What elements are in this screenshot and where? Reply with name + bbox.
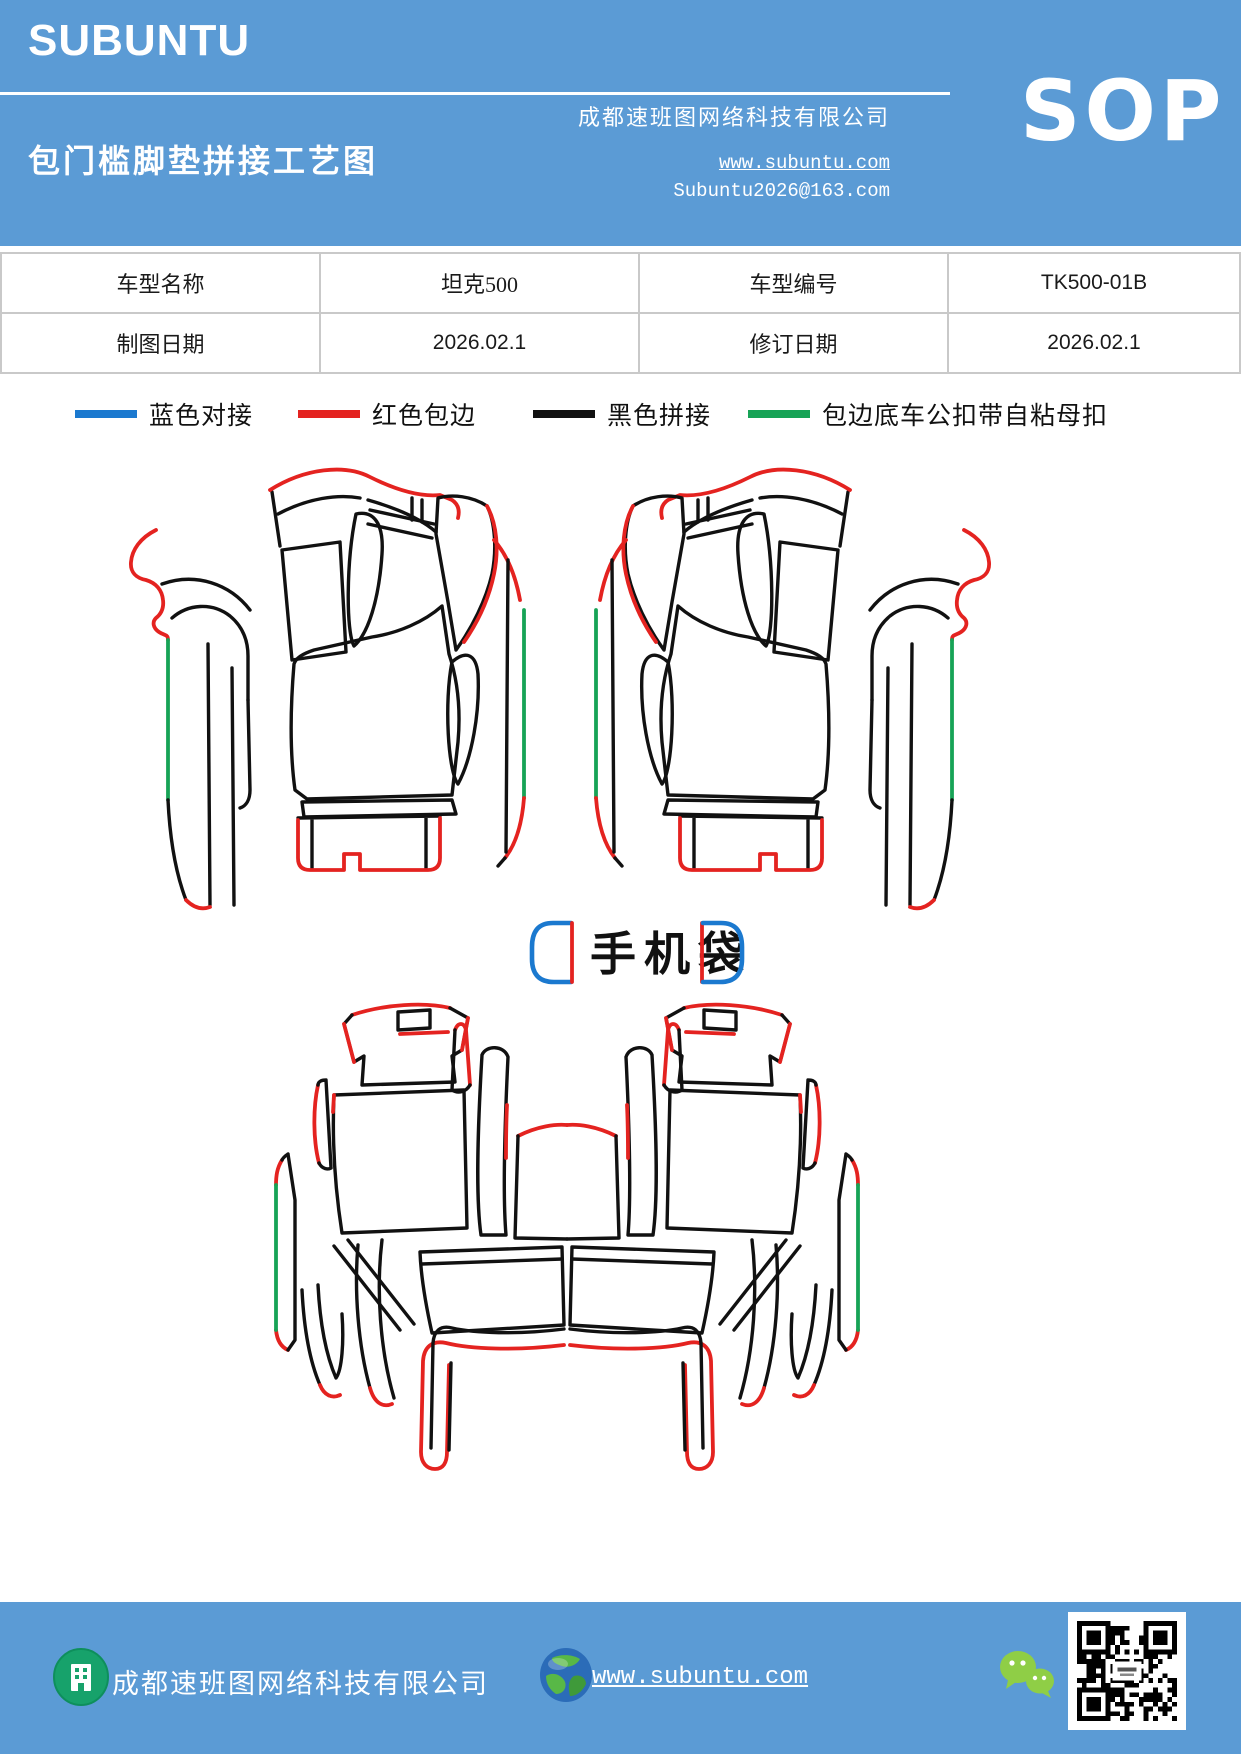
footer-company-name: 成都速班图网络科技有限公司 [112,1669,489,1699]
red-line-swatch [298,410,360,418]
cell-model-code-label: 车型编号 [638,252,949,314]
table-row: 制图日期 2026.02.1 修订日期 2026.02.1 [0,312,1241,374]
rear-mat-half-mirrored [565,1002,860,1471]
cell-revise-date-value: 2026.02.1 [947,312,1241,374]
phone-bag-right-bracket [700,920,745,985]
globe-icon [540,1648,592,1702]
cell-revise-date-label: 修订日期 [638,312,949,374]
footer-website-link[interactable]: www.subuntu.com [592,1664,809,1691]
phone-bag-left-bracket [529,920,574,985]
header-banner: SUBUNTU 包门槛脚垫拼接工艺图 成都速班图网络科技有限公司 www.sub… [0,0,1241,246]
legend-item-black: 黑色拼接 [533,398,711,430]
cell-draw-date-value: 2026.02.1 [319,312,640,374]
brand-logo-text: SUBUNTU [28,16,251,65]
header-divider-line [0,92,950,95]
header-company-name: 成都速班图网络科技有限公司 [577,105,890,130]
black-line-swatch [533,410,595,418]
front-left-mat-group [129,467,526,911]
vehicle-info-table: 车型名称 坦克500 车型编号 TK500-01B 制图日期 2026.02.1… [0,252,1241,374]
legend-label: 蓝色对接 [149,403,254,430]
legend-item-green: 包边底车公扣带自粘母扣 [748,398,1108,430]
phone-bag-label: 手机袋 [590,929,752,980]
cell-draw-date-label: 制图日期 [0,312,321,374]
legend-item-red: 红色包边 [298,398,476,430]
cell-model-name-label: 车型名称 [0,252,321,314]
legend-label: 包边底车公扣带自粘母扣 [822,403,1109,430]
qr-code-pattern [1077,1621,1177,1721]
cell-model-code-value: TK500-01B [947,252,1241,314]
legend-item-blue: 蓝色对接 [75,398,253,430]
legend-label: 黑色拼接 [607,403,712,430]
company-building-icon [53,1648,109,1706]
page-title: 包门槛脚垫拼接工艺图 [28,143,379,179]
header-website-link[interactable]: www.subuntu.com [718,152,890,174]
qr-code-card [1068,1612,1186,1730]
legend-label: 红色包边 [372,403,477,430]
front-right-mat-group [594,467,992,911]
cell-model-name-value: 坦克500 [319,252,640,314]
rear-mat-half [274,1002,569,1471]
wechat-icon [1000,1651,1054,1698]
sop-label: SOP [1020,62,1226,160]
blue-line-swatch [75,410,137,418]
phone-bag-group: 手机袋 [529,920,752,985]
green-line-swatch [748,410,810,418]
header-email[interactable]: Subuntu2026@163.com [673,180,890,202]
table-row: 车型名称 坦克500 车型编号 TK500-01B [0,252,1241,314]
